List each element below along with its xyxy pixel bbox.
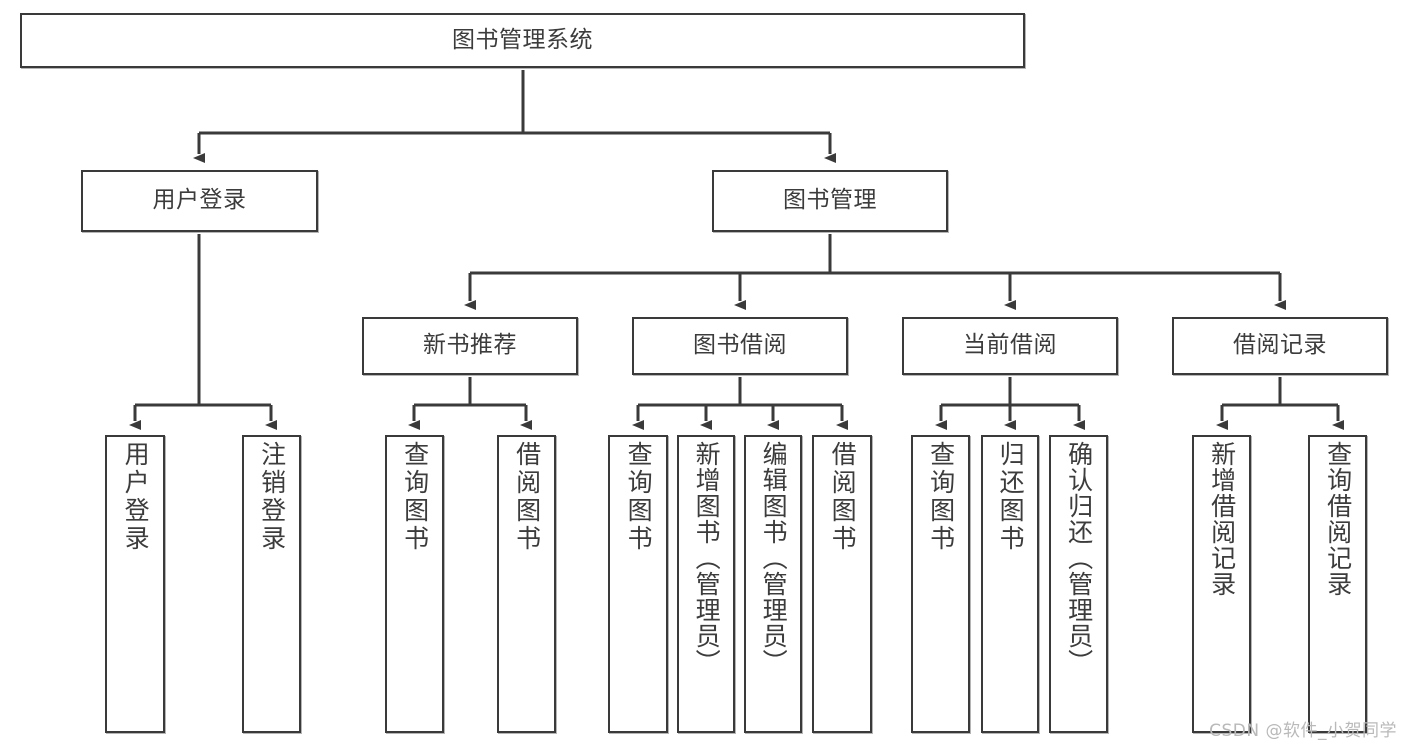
node-root-system[interactable]: 图书管理系统 bbox=[20, 13, 1025, 68]
node-leaf-logout[interactable]: 注销登录 bbox=[242, 435, 301, 733]
node-leaf-borrow-book[interactable]: 借阅图书 bbox=[812, 435, 872, 733]
node-label: 查询图书 bbox=[400, 441, 430, 553]
node-leaf-add-borrow-record[interactable]: 新增借阅记录 bbox=[1192, 435, 1251, 733]
node-label: 用户登录 bbox=[121, 441, 151, 553]
node-label: 查询借阅记录 bbox=[1323, 441, 1353, 597]
node-label: 图书管理系统 bbox=[452, 26, 593, 53]
node-label: 归还图书 bbox=[996, 441, 1026, 553]
node-leaf-add-book-admin[interactable]: 新增图书（管理员） bbox=[677, 435, 735, 733]
node-leaf-query-book-borrow[interactable]: 查询图书 bbox=[608, 435, 668, 733]
csdn-watermark: CSDN @软件_小贺同学 bbox=[1209, 721, 1397, 741]
node-leaf-query-borrow-record[interactable]: 查询借阅记录 bbox=[1308, 435, 1367, 733]
node-label: 新书推荐 bbox=[423, 332, 517, 359]
node-leaf-user-login[interactable]: 用户登录 bbox=[105, 435, 165, 733]
node-borrow-record[interactable]: 借阅记录 bbox=[1172, 317, 1388, 375]
node-leaf-return-book[interactable]: 归还图书 bbox=[981, 435, 1039, 733]
node-label: 图书借阅 bbox=[693, 332, 787, 359]
node-label: 查询图书 bbox=[926, 441, 956, 553]
node-leaf-edit-book-admin[interactable]: 编辑图书（管理员） bbox=[744, 435, 802, 733]
node-label: 借阅图书 bbox=[828, 441, 858, 553]
node-leaf-borrow-book-new[interactable]: 借阅图书 bbox=[497, 435, 556, 733]
node-label: 借阅图书 bbox=[512, 441, 542, 553]
node-label: 借阅记录 bbox=[1233, 332, 1327, 359]
node-new-book-recommend[interactable]: 新书推荐 bbox=[362, 317, 578, 375]
node-book-management[interactable]: 图书管理 bbox=[712, 170, 948, 232]
node-user-login[interactable]: 用户登录 bbox=[81, 170, 318, 232]
node-label: 新增借阅记录 bbox=[1207, 441, 1237, 597]
node-label: 编辑图书（管理员） bbox=[759, 441, 789, 675]
node-leaf-query-book-current[interactable]: 查询图书 bbox=[911, 435, 970, 733]
node-label: 查询图书 bbox=[624, 441, 654, 553]
node-label: 注销登录 bbox=[257, 441, 287, 553]
node-label: 新增图书（管理员） bbox=[692, 441, 722, 675]
node-book-borrow[interactable]: 图书借阅 bbox=[632, 317, 848, 375]
node-current-borrow[interactable]: 当前借阅 bbox=[902, 317, 1118, 375]
node-leaf-confirm-return-admin[interactable]: 确认归还（管理员） bbox=[1049, 435, 1108, 733]
node-label: 确认归还（管理员） bbox=[1064, 441, 1094, 675]
node-leaf-query-book-new[interactable]: 查询图书 bbox=[385, 435, 444, 733]
node-label: 当前借阅 bbox=[963, 332, 1057, 359]
node-label: 图书管理 bbox=[783, 187, 877, 214]
node-label: 用户登录 bbox=[152, 187, 247, 214]
